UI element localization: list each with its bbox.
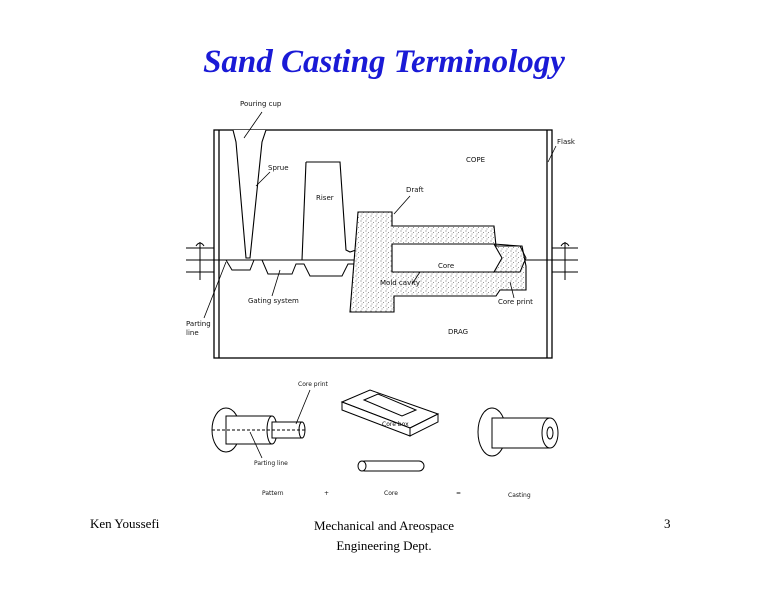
- cope-label: COPE: [466, 156, 485, 164]
- parting-line-pattern-label: Parting line: [254, 460, 288, 467]
- core-print-label: Core print: [498, 298, 533, 306]
- footer-department: Mechanical and Areospace Engineering Dep…: [284, 516, 484, 556]
- gating-system-label: Gating system: [248, 297, 299, 305]
- leader-draft: [393, 195, 411, 215]
- casting-label: Casting: [508, 492, 531, 499]
- core: [391, 243, 503, 273]
- equals-sign: =: [456, 490, 461, 497]
- flask-label: Flask: [557, 138, 576, 146]
- leader-pouring-cup: [243, 111, 263, 139]
- leader-gating-system: [271, 269, 281, 297]
- flask-pins: [186, 242, 578, 280]
- flask: [213, 129, 553, 359]
- right-pin: [552, 242, 578, 280]
- leader-sprue: [255, 171, 271, 187]
- small-core-body: [359, 460, 425, 472]
- flask-outline: [213, 129, 553, 359]
- pouring-cup-label: Pouring cup: [240, 100, 282, 108]
- pattern: [211, 407, 306, 453]
- mold-cavity-label: Mold cavity: [380, 279, 420, 287]
- leader-parting-line-pattern: [249, 431, 263, 459]
- leader-lines: [203, 111, 557, 319]
- core-box: [340, 389, 440, 437]
- casting-bore: [546, 426, 554, 440]
- small-core-end: [357, 460, 367, 472]
- core-print-end: [493, 243, 527, 273]
- leader-core-print: [509, 281, 515, 299]
- footer-page-number: 3: [664, 516, 671, 531]
- drag-label: DRAG: [448, 328, 468, 336]
- core-box-label: Core box: [382, 421, 409, 428]
- core-label: Core: [438, 262, 454, 270]
- core-box-cavity: [362, 393, 418, 417]
- leader-flask: [547, 145, 557, 163]
- leader-mold-cavity: [411, 271, 421, 285]
- riser-left-side: [301, 161, 307, 261]
- parting-line-label: Parting: [186, 320, 211, 328]
- core-print-pattern-label: Core print: [298, 381, 329, 388]
- riser-label: Riser: [316, 194, 334, 202]
- sprue-label: Sprue: [268, 164, 289, 172]
- plus-sign: +: [324, 490, 329, 497]
- draft-label: Draft: [406, 186, 424, 194]
- riser: [306, 161, 359, 253]
- core-box-side: [409, 413, 439, 437]
- footer-department-line1: Mechanical and Areospace: [313, 518, 455, 533]
- core-bottom-label: Core: [384, 490, 398, 497]
- casting-body: [491, 417, 551, 449]
- leader-parting-line: [203, 261, 227, 319]
- gating-system: [225, 259, 356, 277]
- small-core: [357, 460, 425, 472]
- pouring-cup-and-sprue: [222, 129, 278, 259]
- footer-author: Ken Youssefi: [90, 516, 160, 531]
- leader-core-print-pattern: [295, 389, 311, 425]
- pattern-label: Pattern: [262, 490, 284, 497]
- slide-title: Sand Casting Terminology: [203, 44, 565, 80]
- footer-department-line2: Engineering Dept.: [336, 538, 432, 553]
- left-pin: [186, 242, 214, 280]
- casting: [477, 407, 559, 457]
- parting-line-label-2: line: [186, 329, 199, 337]
